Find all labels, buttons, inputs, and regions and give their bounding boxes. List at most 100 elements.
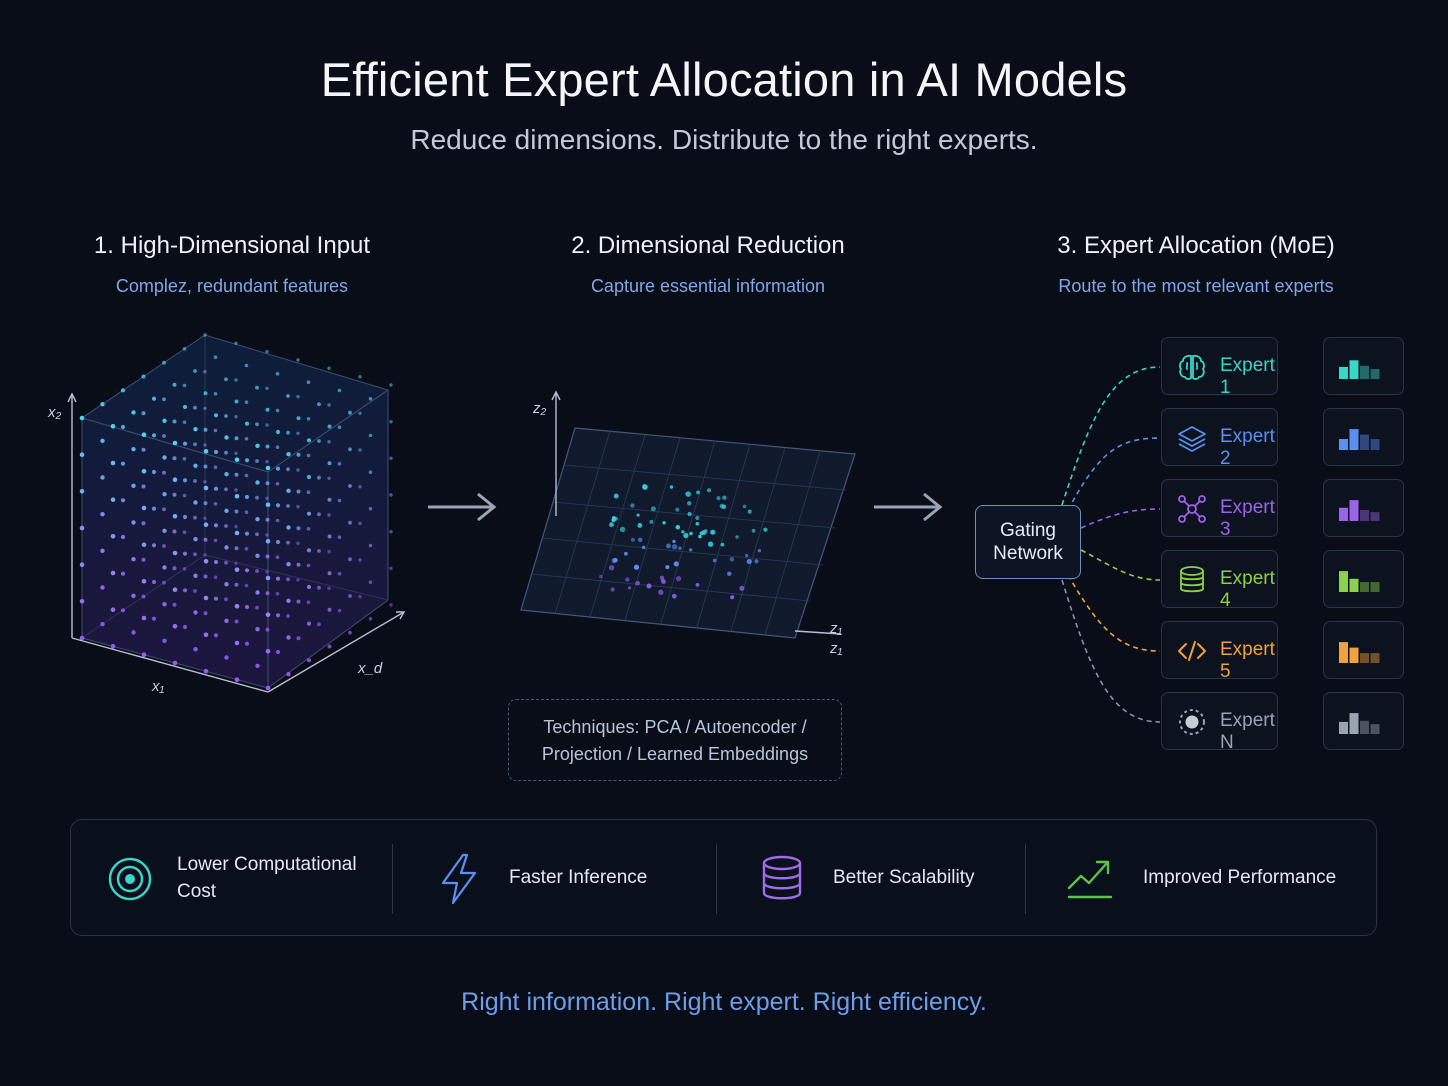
axis-label-x1: x₁ xyxy=(152,678,165,695)
feature-point xyxy=(234,509,239,514)
feature-point xyxy=(327,424,332,429)
feature-point xyxy=(368,617,373,621)
feature-point xyxy=(110,497,116,502)
activation-bar xyxy=(1370,724,1380,734)
projected-point xyxy=(746,559,752,565)
feature-point xyxy=(244,641,250,646)
feature-point xyxy=(110,460,116,466)
feature-point xyxy=(358,411,362,415)
feature-point xyxy=(203,370,207,374)
feature-point xyxy=(327,550,331,554)
feature-point xyxy=(162,455,167,460)
projected-point xyxy=(675,575,682,582)
feature-point xyxy=(234,530,240,536)
projected-point xyxy=(683,532,689,539)
feature-point xyxy=(203,522,209,527)
feature-point xyxy=(275,482,280,486)
feature-point xyxy=(213,575,218,579)
feature-point xyxy=(255,553,260,558)
feature-point xyxy=(234,399,239,404)
expert-2-label: Expert 2 xyxy=(1220,426,1275,469)
expert-2-activation-meter xyxy=(1323,408,1404,466)
feature-point xyxy=(306,474,312,480)
feature-point xyxy=(182,478,188,483)
projected-point xyxy=(649,519,654,524)
feature-point xyxy=(162,434,166,438)
feature-point xyxy=(162,507,166,512)
feature-point xyxy=(255,495,259,500)
expert-3-card[interactable]: Expert 3 xyxy=(1161,479,1278,540)
activation-bar xyxy=(1360,434,1369,450)
feature-point xyxy=(286,562,291,567)
projected-point xyxy=(630,503,635,508)
feature-point xyxy=(151,396,157,401)
feature-point xyxy=(141,594,146,599)
feature-point xyxy=(255,385,259,390)
feature-point xyxy=(306,438,312,443)
feature-point xyxy=(327,497,332,502)
activation-bar xyxy=(1349,360,1359,379)
feature-point xyxy=(213,523,219,528)
feature-point xyxy=(358,485,362,489)
activation-bar xyxy=(1370,512,1380,521)
feature-point xyxy=(182,383,187,388)
activation-bar xyxy=(1339,571,1348,592)
feature-point xyxy=(286,614,290,618)
feature-point xyxy=(182,420,187,424)
feature-point xyxy=(193,610,198,615)
feature-point xyxy=(348,557,352,562)
feature-point xyxy=(162,418,167,423)
projected-point xyxy=(650,506,656,512)
activation-bars xyxy=(1339,713,1380,734)
feature-point xyxy=(234,488,238,492)
projected-point xyxy=(642,483,646,488)
trend-up-icon xyxy=(1067,860,1113,899)
feature-point xyxy=(286,598,291,603)
projected-point xyxy=(730,595,735,600)
expert-n-card[interactable]: Expert N xyxy=(1161,692,1278,753)
projected-point xyxy=(751,528,756,533)
feature-point xyxy=(172,660,178,666)
feature-point xyxy=(244,531,250,536)
benefit-better-scalability: Better Scalability xyxy=(833,867,975,888)
feature-point xyxy=(265,502,271,507)
feature-point xyxy=(317,622,321,627)
projected-point xyxy=(660,578,666,583)
feature-point xyxy=(337,388,342,393)
feature-point xyxy=(203,464,208,469)
feature-point xyxy=(234,561,238,565)
expert-1-card[interactable]: Expert 1 xyxy=(1161,337,1278,398)
activation-bar xyxy=(1370,582,1380,592)
feature-point xyxy=(110,570,116,576)
projected-point xyxy=(637,522,643,528)
projected-point xyxy=(685,491,691,497)
feature-point xyxy=(348,410,352,415)
feature-point xyxy=(151,433,157,438)
feature-point xyxy=(368,470,373,474)
cube-feature-points xyxy=(79,333,393,691)
activation-bar xyxy=(1360,720,1369,734)
feature-point xyxy=(275,539,281,545)
feature-point xyxy=(327,461,332,466)
projected-point xyxy=(624,551,628,556)
feature-point xyxy=(244,458,250,463)
expert-5-card[interactable]: Expert 5 xyxy=(1161,621,1278,682)
feature-point xyxy=(265,465,271,471)
feature-point xyxy=(141,505,147,511)
feature-point xyxy=(265,533,269,537)
feature-point xyxy=(162,470,166,475)
benefit-faster-inference: Faster Inference xyxy=(509,867,648,888)
activation-bar xyxy=(1360,365,1369,379)
feature-point xyxy=(213,392,218,396)
feature-point xyxy=(131,557,136,562)
feature-point xyxy=(100,622,105,627)
expert-2-card[interactable]: Expert 2 xyxy=(1161,408,1278,469)
feature-point xyxy=(131,483,136,488)
feature-point xyxy=(193,479,197,483)
feature-point xyxy=(275,555,280,559)
expert-4-card[interactable]: Expert 4 xyxy=(1161,550,1278,611)
activation-bar xyxy=(1370,653,1380,663)
feature-point xyxy=(368,433,373,438)
feature-point xyxy=(141,542,147,547)
feature-point xyxy=(224,560,228,565)
